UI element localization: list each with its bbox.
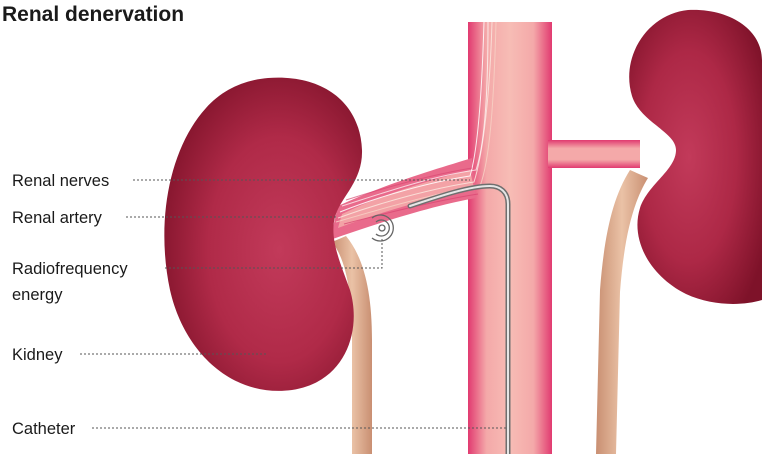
diagram-title: Renal denervation (2, 3, 184, 26)
label-renal-nerves: Renal nerves (12, 172, 109, 190)
label-radiofrequency-line1: Radiofrequency (12, 260, 128, 278)
label-radiofrequency-line2: energy (12, 286, 63, 304)
label-renal-artery: Renal artery (12, 209, 103, 227)
label-kidney: Kidney (12, 346, 63, 364)
right-renal-artery (548, 140, 640, 168)
label-catheter: Catheter (12, 420, 76, 438)
kidney-left (164, 78, 362, 391)
kidney-right (629, 10, 762, 304)
